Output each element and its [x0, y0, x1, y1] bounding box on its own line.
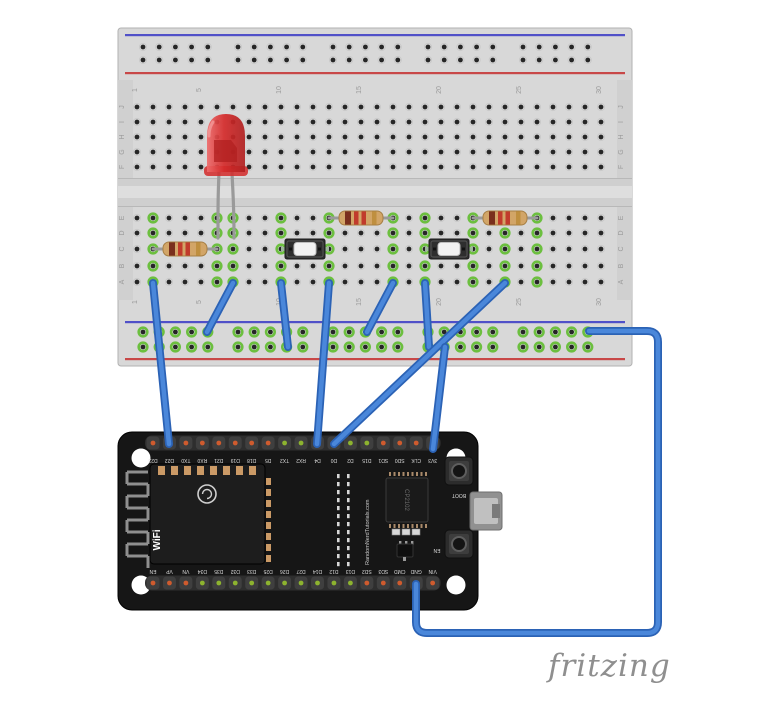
svg-text:D21: D21 [214, 457, 223, 463]
svg-text:A: A [618, 279, 625, 284]
svg-text:SD0: SD0 [395, 457, 405, 463]
svg-text:D18: D18 [247, 457, 256, 463]
svg-text:25: 25 [516, 86, 523, 94]
svg-text:25: 25 [516, 298, 523, 306]
svg-text:D34: D34 [198, 568, 207, 574]
svg-text:30: 30 [596, 86, 603, 94]
svg-text:D12: D12 [329, 568, 338, 574]
svg-text:15: 15 [356, 298, 363, 306]
svg-text:I: I [119, 121, 126, 123]
wifi-logo-text: WiFi [152, 529, 163, 550]
svg-text:RX0: RX0 [197, 457, 207, 463]
svg-text:GND: GND [410, 568, 422, 574]
svg-text:30: 30 [596, 298, 603, 306]
resistor[interactable] [151, 241, 219, 257]
push-button[interactable] [281, 238, 329, 260]
push-button[interactable] [425, 238, 473, 260]
breadboard-holes [132, 42, 606, 353]
svg-text:H: H [119, 134, 126, 139]
svg-text:RX2: RX2 [296, 457, 306, 463]
silkscreen-site-text: RandomNerdTutorials.com [365, 499, 371, 565]
svg-text:3V3: 3V3 [428, 457, 437, 463]
usb-chip-label: CP2102 [403, 489, 409, 511]
svg-text:D15: D15 [362, 457, 371, 463]
svg-text:D: D [119, 230, 126, 235]
svg-text:SD1: SD1 [378, 457, 388, 463]
svg-text:J: J [119, 105, 126, 109]
svg-text:B: B [119, 263, 126, 268]
svg-text:D22: D22 [165, 457, 174, 463]
resistor[interactable] [471, 210, 539, 226]
svg-text:15: 15 [356, 86, 363, 94]
svg-text:G: G [618, 149, 625, 154]
svg-text:G: G [119, 149, 126, 154]
svg-text:EN: EN [149, 568, 156, 574]
svg-text:VN: VN [182, 568, 189, 574]
svg-text:10: 10 [276, 86, 283, 94]
resistor[interactable] [327, 210, 395, 226]
svg-text:H: H [618, 134, 625, 139]
svg-text:D23: D23 [148, 457, 157, 463]
svg-text:BOOT: BOOT [452, 492, 466, 498]
svg-text:F: F [618, 165, 625, 169]
svg-text:J: J [618, 105, 625, 109]
svg-text:D26: D26 [280, 568, 289, 574]
svg-text:5: 5 [196, 88, 203, 92]
jumper-wires [149, 279, 662, 637]
svg-text:D5: D5 [265, 457, 272, 463]
svg-text:D35: D35 [214, 568, 223, 574]
led[interactable] [204, 114, 248, 240]
svg-text:VIN: VIN [428, 568, 437, 574]
svg-text:TX0: TX0 [181, 457, 190, 463]
svg-text:B: B [618, 263, 625, 268]
svg-text:D2: D2 [347, 457, 354, 463]
svg-text:E: E [618, 215, 625, 220]
svg-text:D0: D0 [331, 457, 338, 463]
svg-text:TX2: TX2 [280, 457, 289, 463]
svg-text:D: D [618, 230, 625, 235]
svg-text:5: 5 [196, 300, 203, 304]
svg-text:A: A [119, 279, 126, 284]
svg-text:F: F [119, 165, 126, 169]
svg-text:D19: D19 [230, 457, 239, 463]
svg-text:1: 1 [132, 88, 139, 92]
svg-text:C: C [618, 246, 625, 251]
svg-text:D33: D33 [247, 568, 256, 574]
svg-text:D14: D14 [313, 568, 322, 574]
svg-text:E: E [119, 215, 126, 220]
svg-text:1: 1 [132, 300, 139, 304]
svg-text:SD3: SD3 [378, 568, 388, 574]
svg-text:20: 20 [436, 298, 443, 306]
svg-text:CMD: CMD [394, 568, 406, 574]
svg-text:D13: D13 [346, 568, 355, 574]
svg-text:EN: EN [433, 547, 440, 553]
svg-text:I: I [618, 121, 625, 123]
svg-text:CLK: CLK [411, 457, 421, 463]
svg-text:D27: D27 [296, 568, 305, 574]
svg-text:VP: VP [165, 568, 172, 574]
svg-text:SD2: SD2 [362, 568, 372, 574]
svg-text:20: 20 [436, 86, 443, 94]
fritzing-watermark: fritzing [548, 648, 671, 684]
svg-text:D32: D32 [230, 568, 239, 574]
svg-text:C: C [119, 246, 126, 251]
svg-text:D25: D25 [263, 568, 272, 574]
svg-text:D4: D4 [314, 457, 321, 463]
